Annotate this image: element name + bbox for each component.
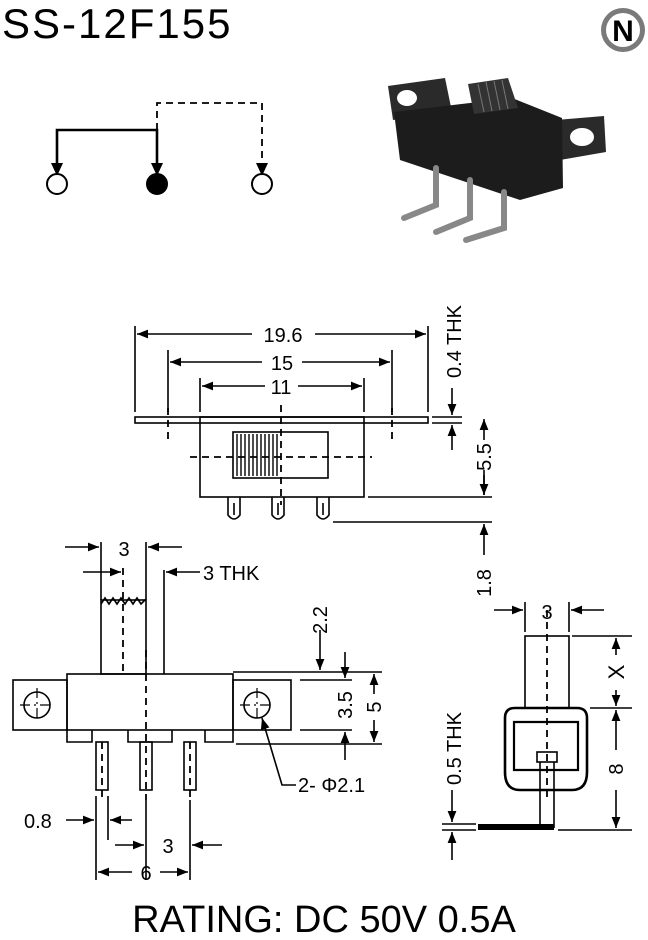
dim-actuator-width: 3 [118,539,129,561]
logo: N [601,8,645,52]
dim-hole-spacing: 15 [271,353,293,375]
dim-side-x: X [604,664,629,679]
dim-top-offset: 2.2 [310,606,332,634]
dim-actuator-thickness: 3 THK [203,563,260,585]
dim-pin-span: 6 [140,863,151,885]
logo-letter: N [612,15,634,48]
dim-hole-diameter: 2- Φ2.1 [298,775,365,797]
dim-pin-pitch: 3 [162,836,173,858]
rating-label: RATING: DC 50V 0.5A [132,899,516,940]
top-view: 19.6 15 11 0.4 THK 5.5 1.8 [134,304,496,597]
dim-height: 5.5 [474,443,496,471]
dim-pin-width: 0.8 [24,811,52,833]
dim-pin-offset: 1.8 [474,569,496,597]
dim-overall-width: 19.6 [264,325,303,347]
terminal-left [46,173,68,195]
dim-body-height: 5 [364,701,386,712]
front-view: 3 3 THK 2.2 3.5 5 2- Φ2.1 0.8 [12,539,386,885]
side-view: 3 X 8 0.5 THK [442,602,632,860]
dim-plate-thickness: 0.4 THK [444,304,466,378]
page-title: SS-12F155 [2,0,232,47]
product-illustration [388,78,606,243]
schematic-symbol [46,102,273,195]
dim-mid-height: 3.5 [335,691,357,719]
dim-side-width: 3 [541,602,552,624]
dim-side-thickness: 0.5 THK [444,711,466,785]
dim-body-width: 11 [271,377,292,399]
dim-side-body: 8 [606,763,628,774]
terminal-right [251,173,273,195]
terminal-common [146,173,168,195]
